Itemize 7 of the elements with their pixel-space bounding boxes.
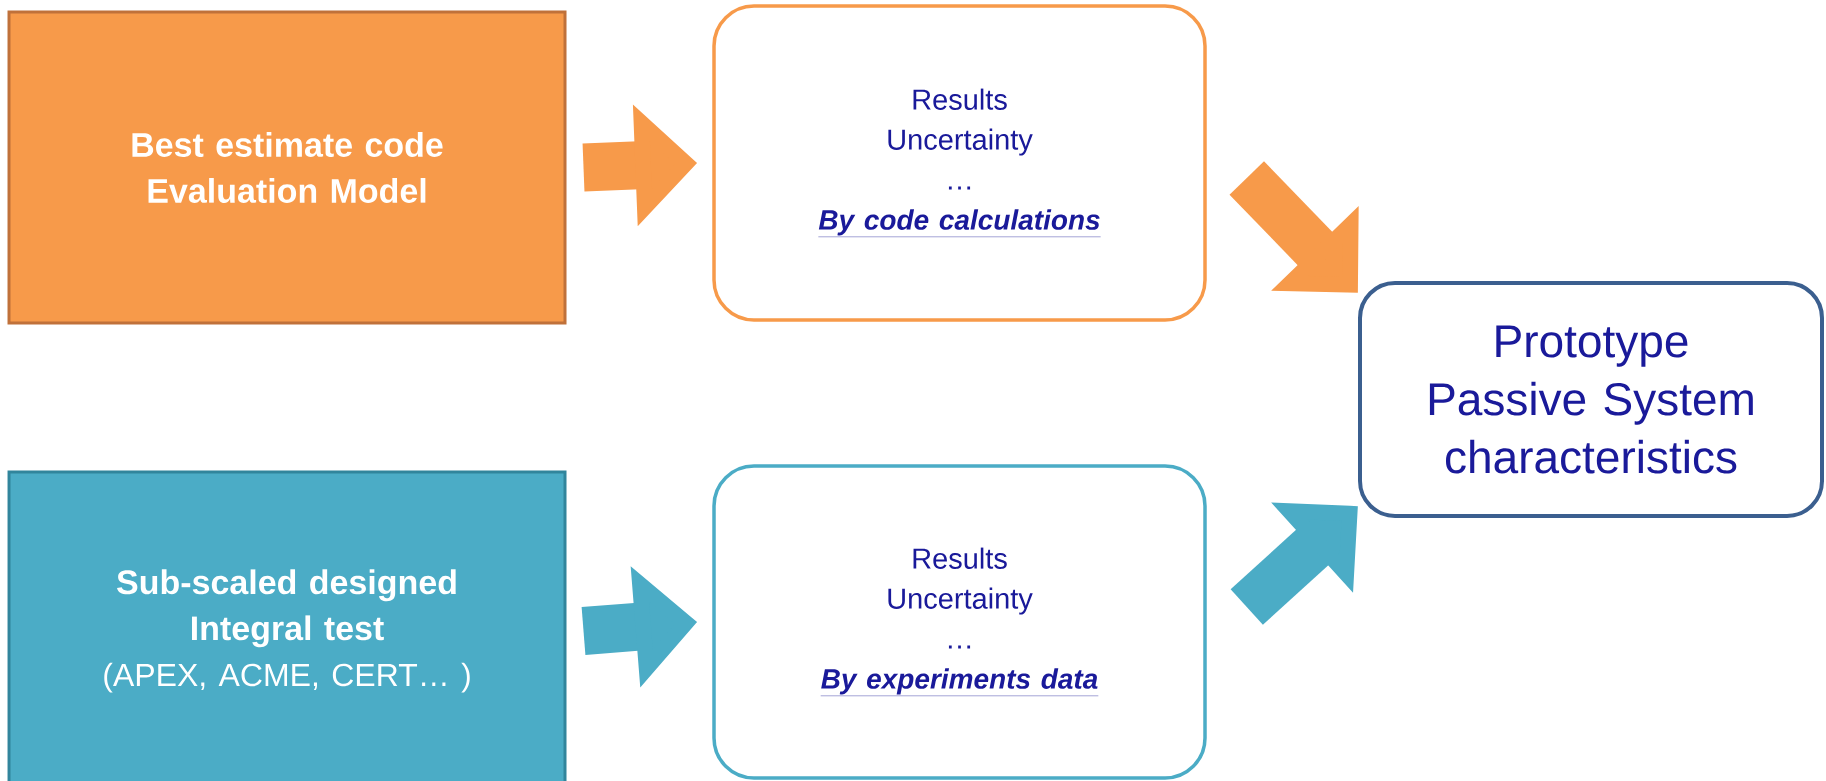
block-arrow [1229, 161, 1359, 293]
process-box: Sub-scaled designed Integral test (APEX, ACME, CERT… ) [7, 470, 567, 781]
rounded-box: Results Uncertainty … By experiments data [712, 464, 1207, 780]
result-box: Prototype Passive System characteristics [1358, 281, 1824, 518]
process-box: Best estimate code Evaluation Model [7, 10, 567, 325]
block-arrow [1230, 502, 1358, 625]
rounded-box: Results Uncertainty … By code calculations [712, 4, 1207, 322]
